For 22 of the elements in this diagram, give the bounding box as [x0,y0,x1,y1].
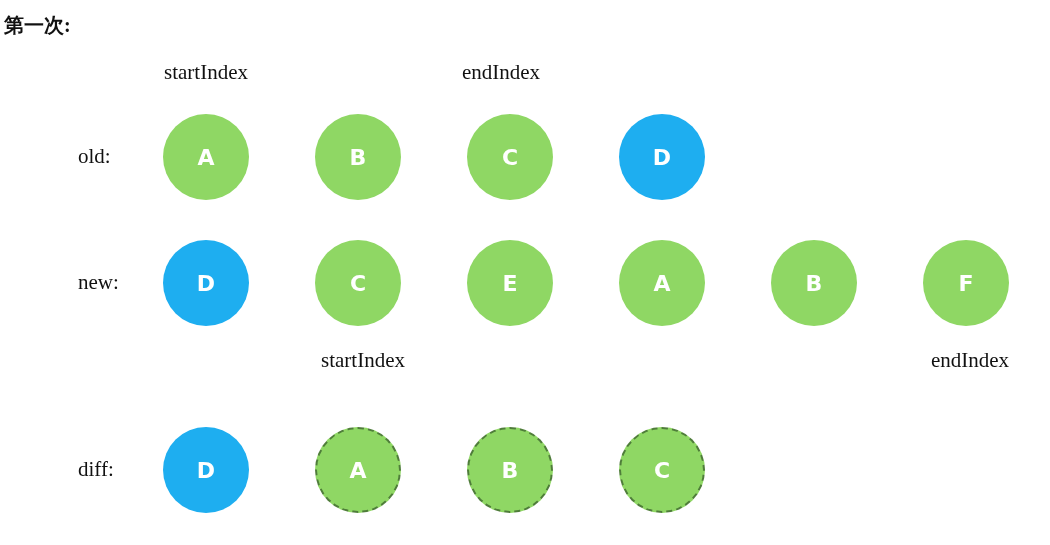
row-label: new: [78,270,119,295]
node-letter: C [501,144,519,170]
node-letter: D [196,270,216,296]
node-letter: C [349,270,367,296]
node-letter: B [349,144,367,170]
heading: 第一次: [4,13,71,38]
node-letter: C [653,457,671,483]
node-letter: A [197,144,215,170]
index-label: endIndex [930,348,1010,373]
row-label: old: [78,144,111,169]
node-letter: D [652,144,672,170]
node-letter: B [501,457,519,483]
node-letter: A [653,270,671,296]
index-label: startIndex [164,60,248,85]
node-letter: D [196,457,216,483]
row-label: diff: [78,457,114,482]
node-letter: B [805,270,823,296]
node-letter: F [958,270,974,296]
index-label: endIndex [461,60,541,85]
index-label: startIndex [321,348,405,373]
node-letter: A [349,457,367,483]
node-letter: E [502,270,518,296]
